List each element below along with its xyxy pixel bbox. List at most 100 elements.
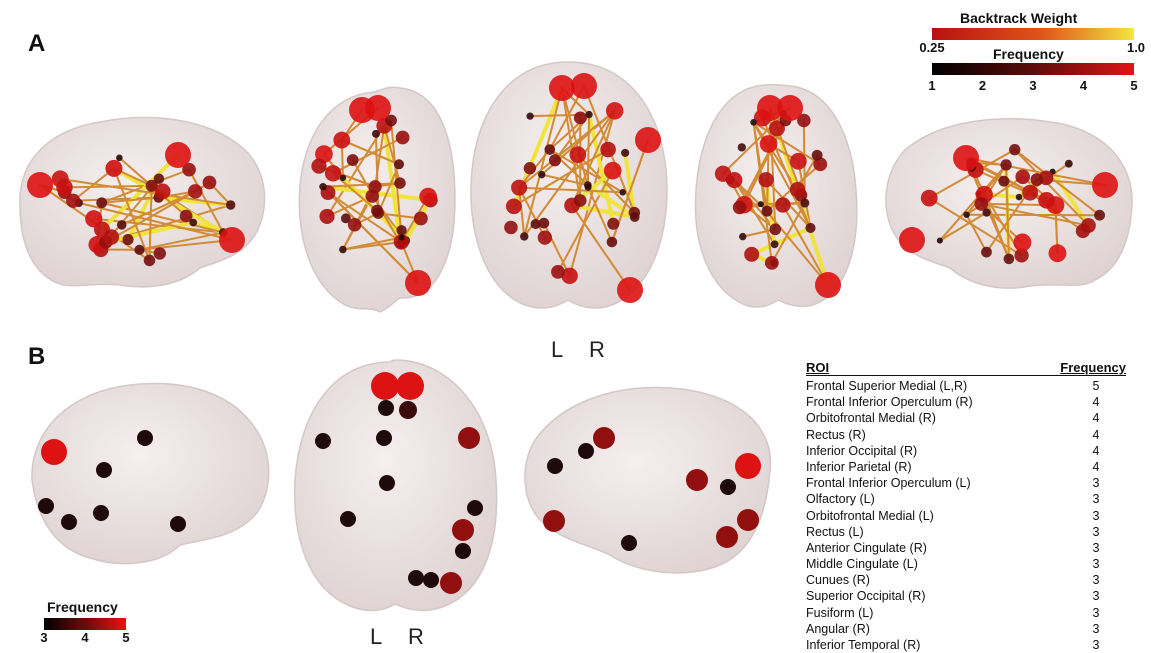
network-node	[154, 247, 166, 259]
network-node	[319, 209, 334, 224]
roi-table-row: Middle Cingulate (L)3	[806, 556, 1126, 572]
roi-name: Superior Occipital (R)	[806, 588, 1066, 604]
network-node	[405, 270, 431, 296]
network-node	[165, 142, 191, 168]
roi-node	[440, 572, 462, 594]
roi-name: Inferior Temporal (R)	[806, 637, 1066, 653]
backtrack-weight-min: 0.25	[919, 40, 944, 55]
network-node	[953, 145, 979, 171]
roi-node	[578, 443, 594, 459]
network-node	[339, 246, 347, 254]
roi-frequency: 3	[1066, 524, 1126, 540]
roi-node	[315, 433, 331, 449]
roi-name: Inferior Parietal (R)	[806, 459, 1066, 475]
network-node	[1092, 172, 1118, 198]
roi-name: Rectus (L)	[806, 524, 1066, 540]
network-node	[365, 95, 391, 121]
network-node	[571, 73, 597, 99]
connectivity-edge	[588, 115, 589, 186]
frequency-a-tick: 2	[979, 78, 986, 93]
roi-table-row: Superior Occipital (R)3	[806, 588, 1126, 604]
roi-name: Rectus (R)	[806, 427, 1066, 443]
network-node	[715, 166, 731, 182]
network-node	[348, 218, 361, 231]
network-node	[1081, 218, 1096, 233]
network-node	[27, 172, 53, 198]
network-node	[155, 184, 171, 200]
network-node	[549, 75, 575, 101]
orientation-left-b: L	[370, 624, 382, 650]
frequency-a-tick: 1	[928, 78, 935, 93]
network-node	[414, 211, 428, 225]
network-node	[144, 255, 155, 266]
roi-table-row: Angular (R)3	[806, 621, 1126, 637]
network-node	[104, 229, 120, 245]
network-node	[319, 183, 327, 191]
roi-node	[379, 475, 395, 491]
network-node	[760, 135, 778, 153]
roi-table-row: Orbitofrontal Medial (L)3	[806, 508, 1126, 524]
network-node	[394, 159, 404, 169]
network-node	[373, 208, 384, 219]
network-node	[1030, 173, 1043, 186]
roi-node	[93, 505, 109, 521]
network-node	[744, 247, 759, 262]
roi-node	[170, 516, 186, 532]
roi-frequency: 3	[1066, 491, 1126, 507]
network-node	[551, 265, 565, 279]
orientation-right-b: R	[408, 624, 424, 650]
network-node	[189, 219, 197, 227]
roi-node	[378, 400, 394, 416]
network-node	[607, 218, 619, 230]
orientation-right-a: R	[589, 337, 605, 363]
roi-name: Fusiform (L)	[806, 605, 1066, 621]
network-node	[511, 180, 527, 196]
network-node	[921, 190, 938, 207]
backtrack-weight-title: Backtrack Weight	[960, 10, 1077, 26]
roi-node	[137, 430, 153, 446]
roi-frequency: 4	[1066, 410, 1126, 426]
roi-table-row: Rectus (R)4	[806, 427, 1126, 443]
network-node	[419, 188, 437, 206]
roi-frequency: 3	[1066, 475, 1126, 491]
network-node	[1038, 192, 1055, 209]
network-node	[758, 172, 773, 187]
roi-node	[408, 570, 424, 586]
roi-table-row: Anterior Cingulate (R)3	[806, 540, 1126, 556]
network-node	[762, 206, 773, 217]
network-node	[544, 144, 555, 155]
roi-name: Olfactory (L)	[806, 491, 1066, 507]
network-node	[520, 232, 528, 240]
network-node	[600, 142, 616, 158]
roi-table-row: Inferior Occipital (R)4	[806, 443, 1126, 459]
network-node	[981, 247, 992, 258]
roi-name: Middle Cingulate (L)	[806, 556, 1066, 572]
roi-table-row: Frontal Inferior Operculum (R)4	[806, 394, 1126, 410]
frequency-a-tick: 3	[1029, 78, 1036, 93]
roi-node	[458, 427, 480, 449]
roi-node	[467, 500, 483, 516]
roi-name: Orbitofrontal Medial (L)	[806, 508, 1066, 524]
network-node	[574, 111, 587, 124]
frequency-b-tick: 5	[122, 630, 129, 645]
roi-node	[376, 430, 392, 446]
network-node	[134, 245, 144, 255]
network-node	[66, 194, 80, 208]
roi-frequency: 3	[1066, 637, 1126, 653]
network-node	[607, 237, 618, 248]
roi-name: Orbitofrontal Medial (R)	[806, 410, 1066, 426]
frequency-b-tick: 3	[40, 630, 47, 645]
network-node	[372, 130, 380, 138]
roi-frequency: 3	[1066, 605, 1126, 621]
network-node	[394, 177, 405, 188]
roi-node	[720, 479, 736, 495]
network-node	[396, 131, 410, 145]
network-node	[123, 234, 134, 245]
network-node	[812, 150, 823, 161]
network-node	[325, 165, 341, 181]
network-node	[203, 176, 217, 190]
roi-frequency: 4	[1066, 443, 1126, 459]
network-node	[635, 127, 661, 153]
network-node	[604, 162, 622, 180]
network-node	[1004, 254, 1015, 265]
